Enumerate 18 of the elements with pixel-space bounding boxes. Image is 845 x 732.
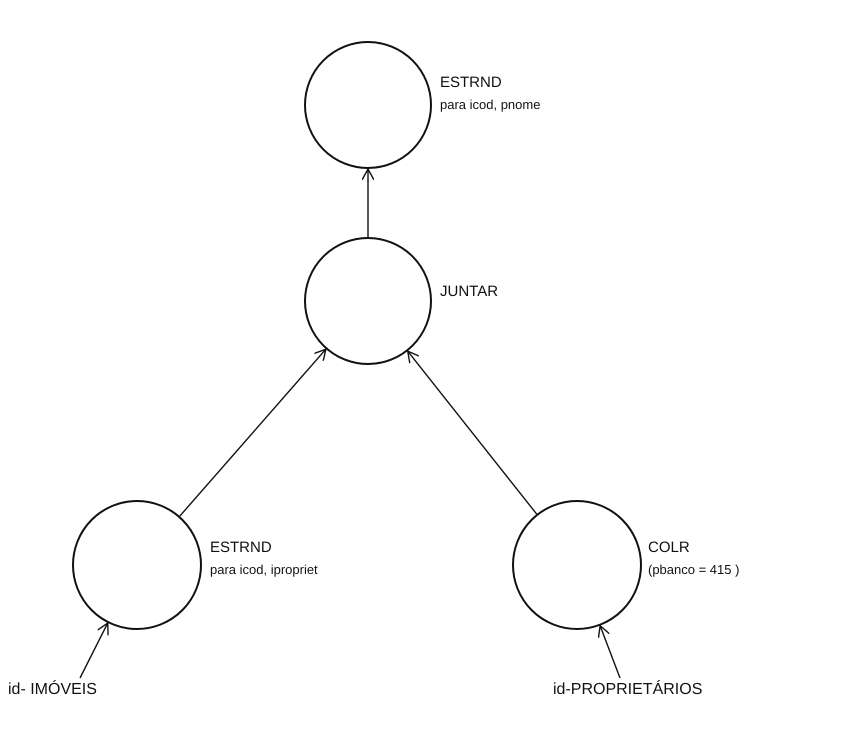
arrow	[598, 625, 621, 678]
relation-label: id- IMÓVEIS	[8, 680, 97, 700]
arrow	[361, 168, 375, 237]
operation-parameters: (pbanco = 415 )	[648, 561, 740, 579]
relation-label: id-PROPRIETÁRIOS	[553, 680, 702, 700]
arrow	[179, 348, 327, 517]
operation-circle	[304, 41, 432, 169]
operation-circle	[512, 500, 642, 630]
operation-circle	[304, 237, 432, 365]
operation-parameters: para icod, ipropriet	[210, 561, 318, 579]
arrow	[79, 622, 109, 678]
operation-name: COLR	[648, 538, 691, 558]
operation-name: ESTRND	[440, 73, 503, 93]
operation-circle	[72, 500, 202, 630]
operation-name: ESTRND	[210, 538, 273, 558]
arrow	[407, 350, 538, 514]
operation-name: JUNTAR	[440, 282, 498, 302]
operation-parameters: para icod, pnome	[440, 96, 540, 114]
